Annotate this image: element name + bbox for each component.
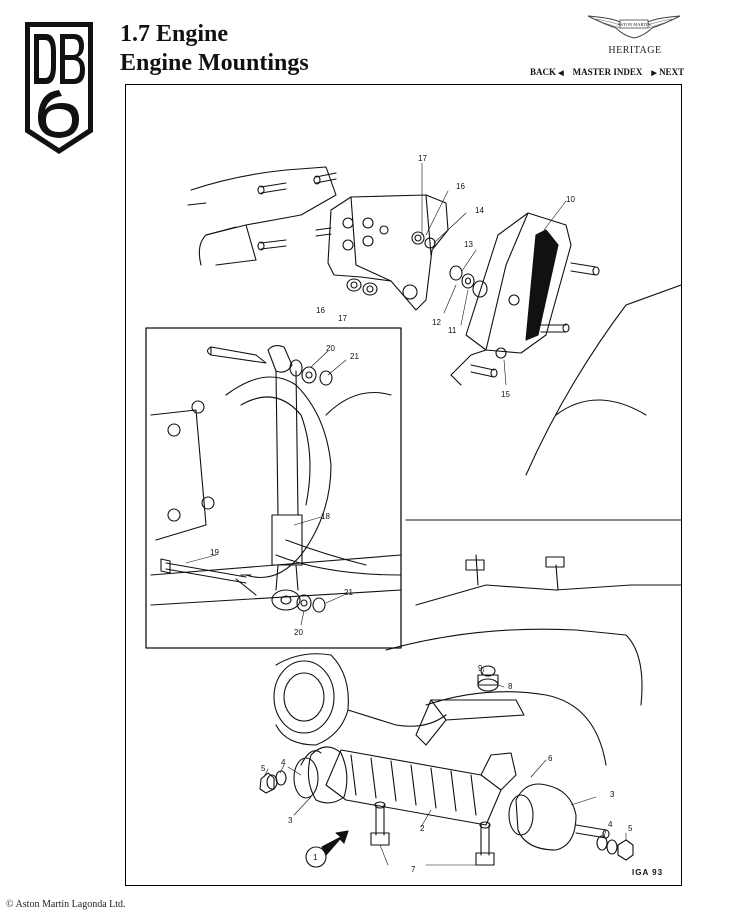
callout: 5 bbox=[261, 764, 266, 773]
callout: 6 bbox=[548, 754, 553, 763]
callout: 16 bbox=[456, 182, 465, 191]
callout: 20 bbox=[326, 344, 335, 353]
callout: 3 bbox=[610, 790, 615, 799]
callout: 16 bbox=[316, 306, 325, 315]
aston-martin-wings-logo: ASTON MARTIN bbox=[587, 15, 681, 39]
engine-mountings-diagram: 17 16 14 10 13 16 17 12 11 15 20 21 18 1… bbox=[125, 84, 682, 886]
callout: 1 bbox=[313, 853, 318, 862]
navigation-bar: BACK ◀ MASTER INDEX ▶ NEXT bbox=[530, 67, 684, 77]
callout: 2 bbox=[420, 824, 425, 833]
callout: 17 bbox=[418, 154, 427, 163]
back-link[interactable]: BACK ◀ bbox=[530, 67, 564, 77]
callout: 5 bbox=[628, 824, 633, 833]
next-arrow-icon: ▶ bbox=[651, 69, 657, 77]
page-title: 1.7 Engine Engine Mountings bbox=[120, 20, 309, 78]
title-line-2: Engine Mountings bbox=[120, 50, 309, 76]
callout: 21 bbox=[344, 588, 353, 597]
callout-labels: 17 16 14 10 13 16 17 12 11 15 20 21 18 1… bbox=[210, 154, 663, 877]
callout: 20 bbox=[294, 628, 303, 637]
back-label: BACK bbox=[530, 67, 557, 77]
next-link[interactable]: ▶ NEXT bbox=[651, 67, 684, 77]
callout: 21 bbox=[350, 352, 359, 361]
callout: 10 bbox=[566, 195, 575, 204]
title-line-1: 1.7 Engine bbox=[120, 21, 229, 47]
heritage-label: HERITAGE bbox=[608, 45, 662, 56]
callout: 15 bbox=[501, 390, 510, 399]
callout: 9 bbox=[478, 664, 483, 673]
illustration-code: IGA 93 bbox=[632, 868, 663, 877]
db6-logo bbox=[25, 22, 93, 154]
next-label: NEXT bbox=[659, 67, 685, 77]
master-index-link[interactable]: MASTER INDEX bbox=[572, 67, 643, 77]
back-arrow-icon: ◀ bbox=[558, 69, 564, 77]
callout: 13 bbox=[464, 240, 473, 249]
callout: 4 bbox=[608, 820, 613, 829]
callout: 4 bbox=[281, 758, 286, 767]
callout: 14 bbox=[475, 206, 484, 215]
callout: 11 bbox=[448, 326, 457, 335]
svg-text:ASTON MARTIN: ASTON MARTIN bbox=[617, 22, 651, 27]
callout: 18 bbox=[321, 512, 330, 521]
callout: 7 bbox=[411, 865, 416, 874]
callout: 12 bbox=[432, 318, 441, 327]
callout: 17 bbox=[338, 314, 347, 323]
exploded-view-drawing: 17 16 14 10 13 16 17 12 11 15 20 21 18 1… bbox=[145, 154, 681, 877]
callout: 3 bbox=[288, 816, 293, 825]
callout: 8 bbox=[508, 682, 513, 691]
callout: 19 bbox=[210, 548, 219, 557]
copyright-footer: © Aston Martin Lagonda Ltd. bbox=[6, 899, 126, 910]
